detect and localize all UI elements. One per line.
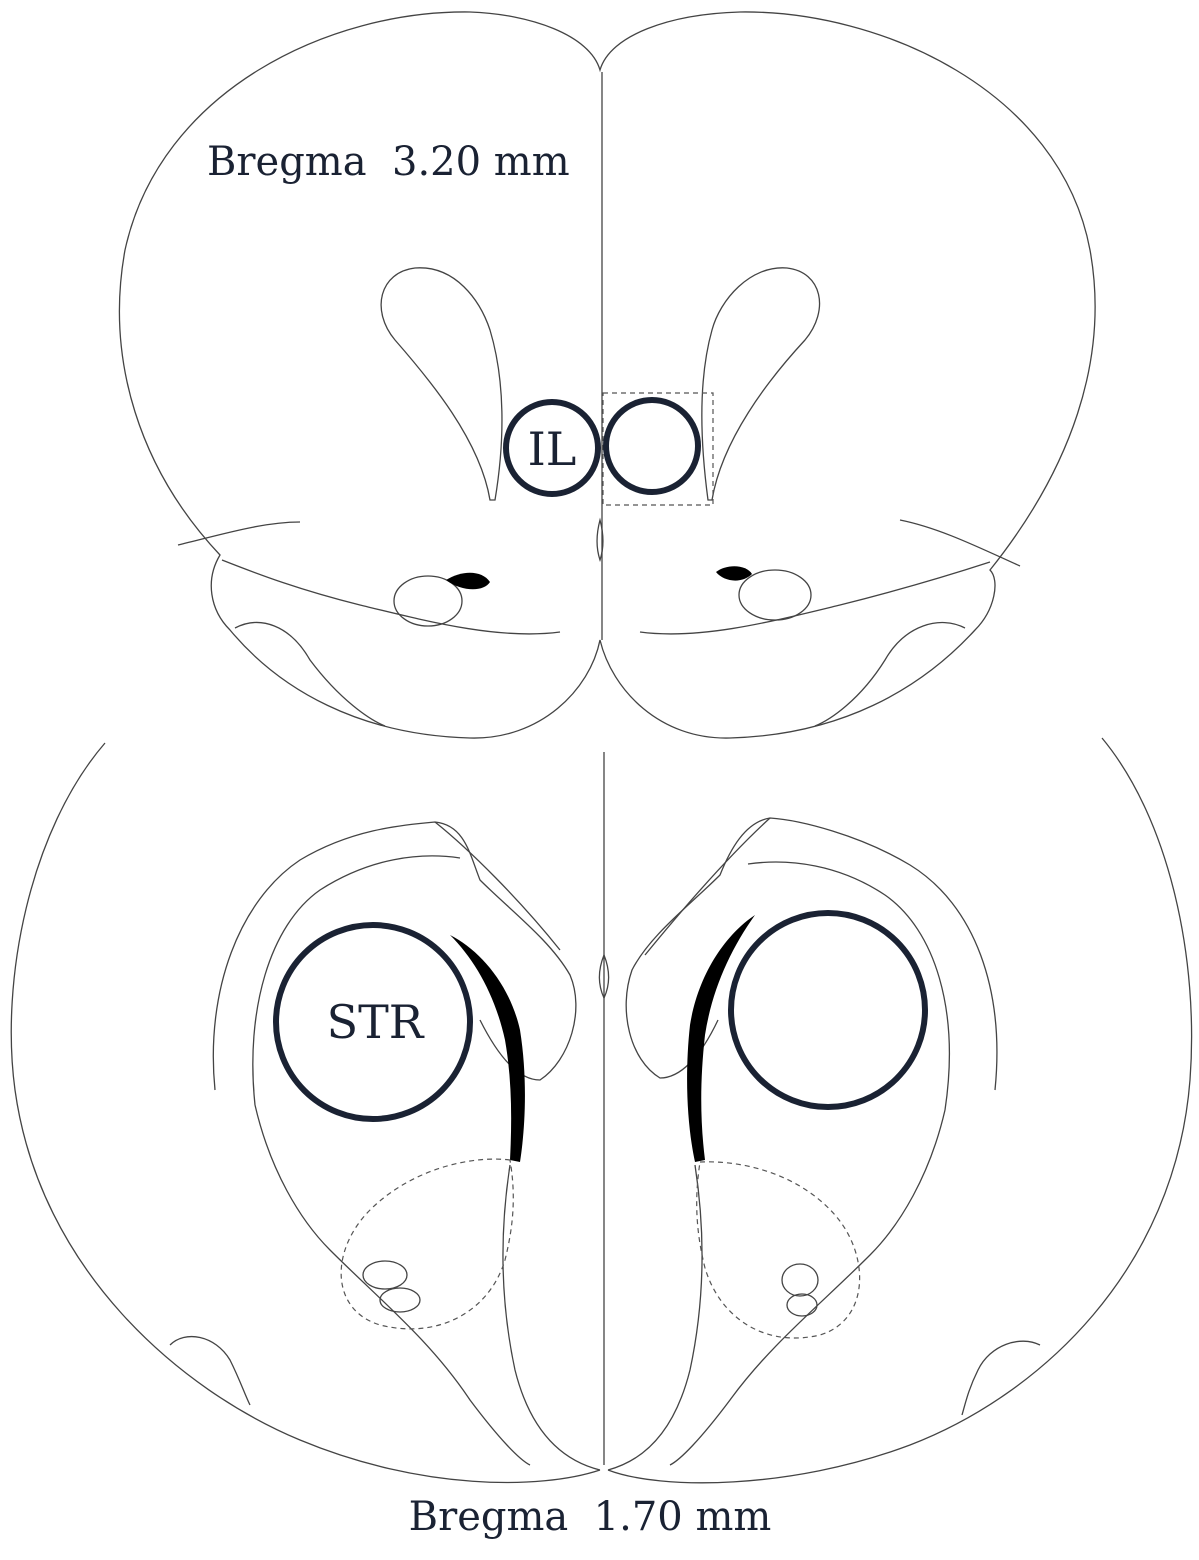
brain-outline-top [119,12,1095,738]
anterior-commissure-right-a [782,1264,818,1296]
cortex-inner-right [626,818,997,1090]
il-right-ring [606,400,698,492]
lower-lobe-left [235,623,385,726]
ventricle-right [716,566,752,580]
lateral-ventricle-right [687,915,755,1162]
forceps-minor-left [381,268,502,500]
olfactory-ring-right [739,570,811,620]
str-right-ring [731,913,925,1107]
ventricle-left [446,573,490,590]
lateral-ventricle-left [450,935,525,1162]
il-label: IL [528,422,577,476]
ventral-right [608,1165,702,1470]
bregma-label-bottom: Bregma 1.70 mm [409,1494,772,1540]
anterior-commissure-left-a [363,1261,407,1289]
forceps-minor-right [702,268,820,500]
rhinal-line-left [178,522,300,545]
olfactory-contour-left [222,560,560,634]
bregma-label-top: Bregma 3.20 mm [207,139,570,185]
accumbens-dashed-right [697,1162,860,1338]
ventral-left [503,1165,600,1470]
striatum-body-right [670,1110,945,1465]
rhinal-line-right [900,520,1020,566]
coronal-section-top: IL Bregma 3.20 mm [119,12,1095,738]
coronal-section-bottom: STR Bregma 1.70 mm [11,738,1191,1540]
corpus-callosum-left [435,822,560,950]
anterior-commissure-right-b [787,1294,817,1316]
accumbens-dashed-left [341,1159,513,1329]
lower-lobe-right [815,623,965,726]
anterior-commissure-left-b [380,1288,420,1312]
str-label: STR [327,995,425,1049]
